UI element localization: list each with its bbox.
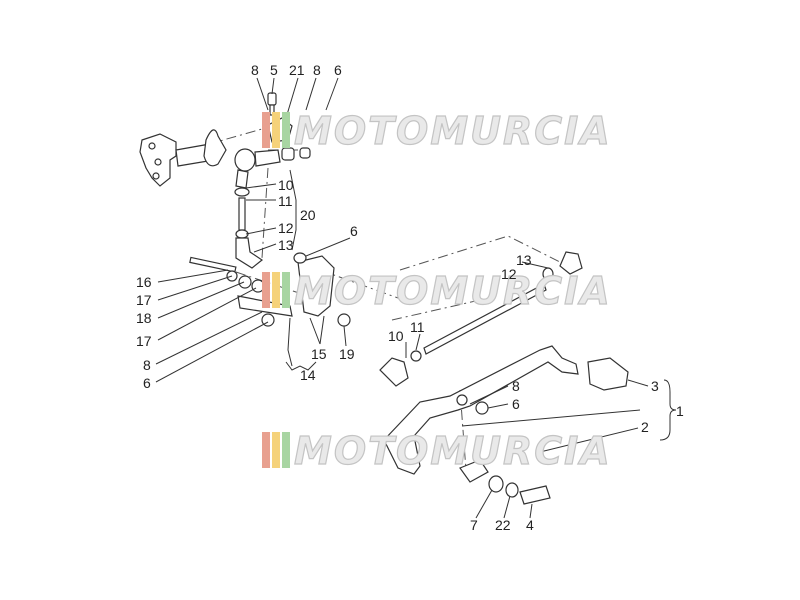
- callout-12: 12: [501, 266, 517, 282]
- gear-selector-shaft: [139, 129, 227, 187]
- stripe-red: [262, 272, 270, 308]
- watermark-text: MOTOMURCIA: [294, 429, 612, 473]
- watermark-text: MOTOMURCIA: [294, 269, 612, 313]
- callout-4: 4: [526, 517, 534, 533]
- callout-15: 15: [311, 346, 327, 362]
- stripe-red: [262, 432, 270, 468]
- group-brackets: [285, 361, 677, 441]
- callout-14: 14: [300, 367, 316, 383]
- callout-12: 12: [278, 220, 294, 236]
- callout-5: 5: [270, 62, 278, 78]
- stripe-red: [262, 112, 270, 148]
- stripe-yellow: [272, 112, 280, 148]
- callout-3: 3: [651, 378, 659, 394]
- callout-8: 8: [313, 62, 321, 78]
- callout-6: 6: [334, 62, 342, 78]
- callout-19: 19: [339, 346, 355, 362]
- middle-link-parts: [189, 252, 351, 327]
- gear-pedal-lever: [383, 345, 629, 505]
- callout-17: 17: [136, 333, 152, 349]
- watermark-middle: MOTOMURCIA: [262, 268, 612, 314]
- callout-17: 17: [136, 292, 152, 308]
- callout-6: 6: [512, 396, 520, 412]
- watermark-bottom: MOTOMURCIA: [262, 428, 612, 474]
- stripe-green: [282, 272, 290, 308]
- callout-18: 18: [136, 310, 152, 326]
- callout-labels: 8 5 21 8 6 10 11 20 12 13 6 16 17 18 17 …: [136, 62, 684, 533]
- stripe-green: [282, 432, 290, 468]
- callout-6: 6: [143, 375, 151, 391]
- stripe-green: [282, 112, 290, 148]
- callout-7: 7: [470, 517, 478, 533]
- callout-2: 2: [641, 419, 649, 435]
- callout-13: 13: [516, 252, 532, 268]
- callout-8: 8: [512, 378, 520, 394]
- callout-22: 22: [495, 517, 511, 533]
- callout-21: 21: [289, 62, 305, 78]
- callout-8: 8: [251, 62, 259, 78]
- callout-10: 10: [278, 177, 294, 193]
- callout-8: 8: [143, 357, 151, 373]
- callout-20: 20: [300, 207, 316, 223]
- assembly-dash-lines: [187, 128, 561, 471]
- leader-lines: [155, 77, 649, 519]
- callout-10: 10: [388, 328, 404, 344]
- stripe-yellow: [272, 432, 280, 468]
- callout-11: 11: [410, 319, 425, 335]
- callout-13: 13: [278, 237, 294, 253]
- watermark-text: MOTOMURCIA: [294, 109, 612, 153]
- callout-11: 11: [278, 193, 293, 209]
- stripe-yellow: [272, 272, 280, 308]
- callout-1: 1: [676, 403, 684, 419]
- callout-16: 16: [136, 274, 152, 290]
- watermark-top: MOTOMURCIA: [262, 108, 612, 154]
- callout-6: 6: [350, 223, 358, 239]
